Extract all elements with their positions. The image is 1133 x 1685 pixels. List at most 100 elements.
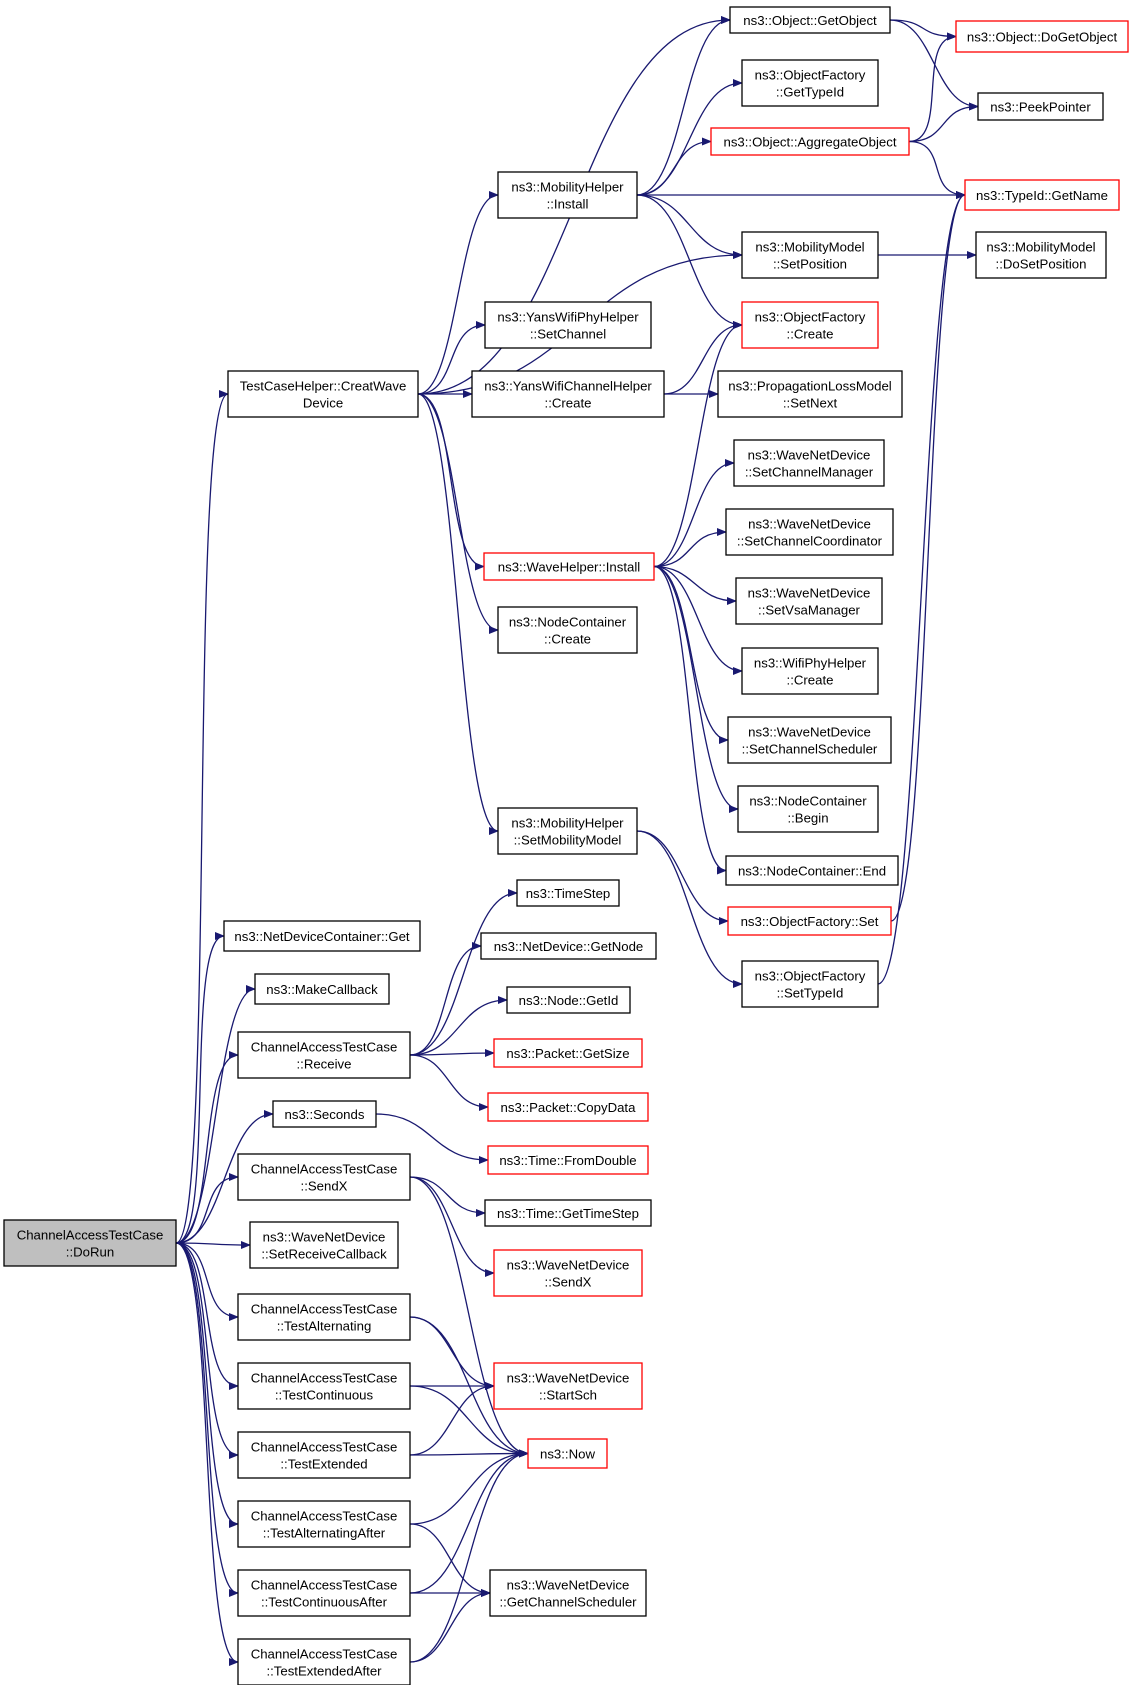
node-timegettimestep[interactable]: ns3::Time::GetTimeStep xyxy=(484,1199,652,1227)
node-mmdosetposition[interactable]: ns3::MobilityModel::DoSetPosition xyxy=(975,231,1107,279)
edge-dorun-to-testcontafter xyxy=(175,1242,239,1597)
node-wndsetchmgr[interactable]: ns3::WaveNetDevice::SetChannelManager xyxy=(733,439,885,487)
edge-seconds-to-timefromdouble xyxy=(375,1113,489,1164)
node-ndcget[interactable]: ns3::NetDeviceContainer::Get xyxy=(223,920,421,952)
node-mmsetposition[interactable]: ns3::MobilityModel::SetPosition xyxy=(741,231,879,279)
node-label: ns3::TimeStep xyxy=(526,886,611,901)
node-box xyxy=(237,1362,411,1410)
node-setreceivecb[interactable]: ns3::WaveNetDevice::SetReceiveCallback xyxy=(249,1221,399,1269)
node-label: ns3::PropagationLossModel xyxy=(728,379,892,394)
edge-mhinstall-to-objgetobject xyxy=(636,16,731,196)
node-label: ns3::WaveNetDevice xyxy=(263,1230,386,1245)
node-label: ns3::Object::GetObject xyxy=(743,13,877,28)
node-testcont[interactable]: ChannelAccessTestCase::TestContinuous xyxy=(237,1362,411,1410)
node-label: ns3::WaveNetDevice xyxy=(748,517,871,532)
node-box xyxy=(489,1569,647,1617)
node-timestep[interactable]: ns3::TimeStep xyxy=(516,879,620,907)
node-wndsetvsa[interactable]: ns3::WaveNetDevice::SetVsaManager xyxy=(735,577,883,625)
node-wifiphycreate[interactable]: ns3::WifiPhyHelper::Create xyxy=(741,647,879,695)
node-label: ns3::PeekPointer xyxy=(990,100,1091,115)
node-peekpointer[interactable]: ns3::PeekPointer xyxy=(977,92,1104,121)
node-dorun[interactable]: ChannelAccessTestCase::DoRun xyxy=(3,1219,177,1267)
node-testaltafter[interactable]: ChannelAccessTestCase::TestAlternatingAf… xyxy=(237,1500,411,1548)
node-objdogetobject[interactable]: ns3::Object::DoGetObject xyxy=(955,20,1129,53)
node-timefromdouble[interactable]: ns3::Time::FromDouble xyxy=(487,1145,649,1175)
node-plmsetnext[interactable]: ns3::PropagationLossModel::SetNext xyxy=(717,370,903,418)
node-typeidgetname[interactable]: ns3::TypeId::GetName xyxy=(964,179,1120,211)
node-packetcopydata[interactable]: ns3::Packet::CopyData xyxy=(487,1092,649,1122)
node-label: ns3::Time::FromDouble xyxy=(499,1153,636,1168)
node-box xyxy=(471,370,665,418)
node-wndsendx[interactable]: ns3::WaveNetDevice::SendX xyxy=(493,1249,643,1297)
node-ncend[interactable]: ns3::NodeContainer::End xyxy=(725,855,899,886)
node-box xyxy=(741,960,879,1008)
node-seconds[interactable]: ns3::Seconds xyxy=(272,1100,377,1128)
node-label: ns3::MobilityHelper xyxy=(511,816,624,831)
node-box xyxy=(487,1092,649,1122)
node-objaggregate[interactable]: ns3::Object::AggregateObject xyxy=(710,127,910,156)
node-label: ChannelAccessTestCase xyxy=(251,1647,398,1662)
edge-objaggregate-to-objdogetobject xyxy=(908,32,957,143)
node-now[interactable]: ns3::Now xyxy=(527,1438,608,1469)
node-receive[interactable]: ChannelAccessTestCase::Receive xyxy=(237,1031,411,1079)
node-ofset[interactable]: ns3::ObjectFactory::Set xyxy=(727,906,892,936)
node-yanssetchannel[interactable]: ns3::YansWifiPhyHelper::SetChannel xyxy=(484,301,652,349)
node-box xyxy=(975,231,1107,279)
node-label: ns3::NetDeviceContainer::Get xyxy=(234,929,410,944)
node-label: ns3::WaveNetDevice xyxy=(507,1258,630,1273)
node-wndsetchsched[interactable]: ns3::WaveNetDevice::SetChannelScheduler xyxy=(727,716,892,764)
node-testcontafter[interactable]: ChannelAccessTestCase::TestContinuousAft… xyxy=(237,1569,411,1617)
node-objgetobject[interactable]: ns3::Object::GetObject xyxy=(729,6,891,34)
edge-testalt-to-wndstartsch xyxy=(409,1316,495,1390)
edge-objaggregate-to-typeidgetname xyxy=(908,140,966,199)
node-testext[interactable]: ChannelAccessTestCase::TestExtended xyxy=(237,1431,411,1479)
node-mhinstall[interactable]: ns3::MobilityHelper::Install xyxy=(497,171,638,219)
node-label: ChannelAccessTestCase xyxy=(251,1040,398,1055)
node-netdevgetnode[interactable]: ns3::NetDevice::GetNode xyxy=(480,932,657,960)
node-label: ns3::WaveHelper::Install xyxy=(498,560,641,575)
node-box xyxy=(487,1145,649,1175)
node-label: ns3::MobilityModel xyxy=(755,240,864,255)
node-sendx[interactable]: ChannelAccessTestCase::SendX xyxy=(237,1153,411,1201)
node-box xyxy=(955,20,1129,53)
node-label: ::SetChannelScheduler xyxy=(742,742,878,757)
node-yanschcreate[interactable]: ns3::YansWifiChannelHelper::Create xyxy=(471,370,665,418)
node-label: ns3::NodeContainer::End xyxy=(738,864,886,879)
node-label: ns3::WaveNetDevice xyxy=(748,725,871,740)
node-testextafter[interactable]: ChannelAccessTestCase::TestExtendedAfter xyxy=(237,1638,411,1685)
node-box xyxy=(237,1431,411,1479)
node-label: ::TestExtended xyxy=(280,1457,367,1472)
edge-dorun-to-testalt xyxy=(175,1242,239,1321)
node-wavehelperinstall[interactable]: ns3::WaveHelper::Install xyxy=(483,552,655,581)
edge-creatwave-to-mhinstall xyxy=(417,191,499,395)
node-packetgetsize[interactable]: ns3::Packet::GetSize xyxy=(493,1038,643,1068)
edge-creatwave-to-mhsetmob xyxy=(417,393,499,835)
node-box xyxy=(237,1153,411,1201)
node-mhsetmob[interactable]: ns3::MobilityHelper::SetMobilityModel xyxy=(497,807,638,855)
node-label: ns3::Packet::GetSize xyxy=(506,1046,629,1061)
node-wndgetchsched[interactable]: ns3::WaveNetDevice::GetChannelScheduler xyxy=(489,1569,647,1617)
node-ofcreate[interactable]: ns3::ObjectFactory::Create xyxy=(741,301,879,349)
node-wndstartsch[interactable]: ns3::WaveNetDevice::StartSch xyxy=(493,1362,643,1410)
node-box xyxy=(727,906,892,936)
node-ofsettypeid[interactable]: ns3::ObjectFactory::SetTypeId xyxy=(741,960,879,1008)
node-box xyxy=(737,785,879,833)
node-wndsetchcoord[interactable]: ns3::WaveNetDevice::SetChannelCoordinato… xyxy=(725,508,894,556)
edge-creatwave-to-wavehelperinstall xyxy=(417,393,485,571)
node-box xyxy=(735,577,883,625)
edge-wavehelperinstall-to-wndsetchcoord xyxy=(653,528,727,568)
node-box xyxy=(249,1221,399,1269)
node-label: ns3::ObjectFactory xyxy=(755,310,866,325)
node-label: ns3::MobilityHelper xyxy=(511,180,624,195)
edge-receive-to-timestep xyxy=(409,889,518,1056)
node-makecallback[interactable]: ns3::MakeCallback xyxy=(254,973,390,1005)
node-testalt[interactable]: ChannelAccessTestCase::TestAlternating xyxy=(237,1293,411,1341)
node-ofgettypeid[interactable]: ns3::ObjectFactory::GetTypeId xyxy=(741,59,879,107)
node-box xyxy=(3,1219,177,1267)
node-ncbegin[interactable]: ns3::NodeContainer::Begin xyxy=(737,785,879,833)
node-nodegetid[interactable]: ns3::Node::GetId xyxy=(506,986,631,1014)
node-label: ChannelAccessTestCase xyxy=(251,1371,398,1386)
node-label: Device xyxy=(303,396,343,411)
node-nccreate[interactable]: ns3::NodeContainer::Create xyxy=(497,606,638,654)
